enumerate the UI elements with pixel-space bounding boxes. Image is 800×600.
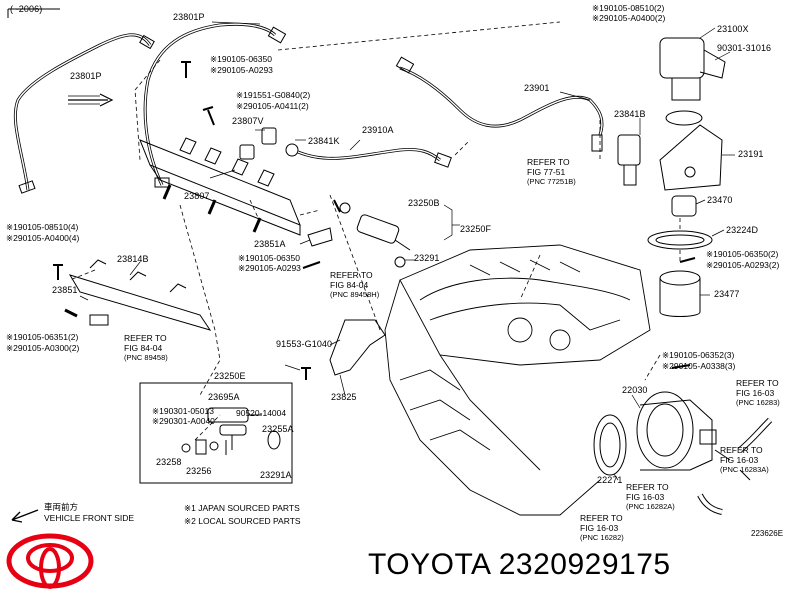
injector-kit-23250E <box>181 407 281 455</box>
part-23100X: 23100X <box>717 24 749 34</box>
part-23258: 23258 <box>156 457 182 467</box>
part-23695A: 23695A <box>208 392 240 402</box>
part-23256: 23256 <box>186 466 212 476</box>
note-6a: ※190105-06351(2) <box>6 332 79 342</box>
bracket-23191 <box>659 124 723 191</box>
part-23807V: 23807V <box>232 116 264 126</box>
throttle-body-22030 <box>636 391 717 471</box>
note-7a: ※190105-06350(2) <box>706 249 779 259</box>
note-2b: ※290105-A0411(2) <box>236 101 309 111</box>
part-22271: 22271 <box>597 475 623 485</box>
part-23250B: 23250B <box>408 198 440 208</box>
gasket-23224D <box>647 230 713 250</box>
part-23801P-left: 23801P <box>70 71 102 81</box>
note-5b: ※290105-A0293 <box>238 263 301 273</box>
note-2a: ※191551-G0840(2) <box>236 90 311 100</box>
range-label: ( -2006) <box>10 4 43 14</box>
part-23851: 23851 <box>52 285 78 295</box>
fuel-rail-23807 <box>139 137 301 236</box>
note-4b: ※290105-A0400(4) <box>6 233 80 243</box>
part-23250F: 23250F <box>460 224 492 234</box>
note-3a: ※190105-08510(2) <box>592 3 665 13</box>
part-90301-31016: 90301-31016 <box>717 43 772 53</box>
part-22030: 22030 <box>622 385 648 395</box>
note-1a: ※190105-06350 <box>210 54 272 64</box>
legend-note-1: ※1 JAPAN SOURCED PARTS <box>184 503 300 513</box>
note-5a: ※190105-06350 <box>238 253 300 263</box>
fuel-rail-23814B <box>64 259 212 331</box>
toyota-logo <box>6 533 94 589</box>
fuel-pump-23100X <box>659 37 726 126</box>
legend-note-2: ※2 LOCAL SOURCED PARTS <box>184 516 301 526</box>
part-23807: 23807 <box>184 191 210 201</box>
lifter-23470 <box>671 195 697 217</box>
gasket-22271 <box>593 414 627 476</box>
arrow-right-icon <box>68 93 114 107</box>
part-91553-G1040: 91553-G1040 <box>276 339 333 349</box>
part-23910A: 23910A <box>362 125 394 135</box>
fuel-pipe-23801P-left <box>13 33 152 191</box>
brand-part-number: TOYOTA 2320929175 <box>368 548 671 581</box>
part-23477: 23477 <box>714 289 740 299</box>
part-23224D: 23224D <box>726 225 759 235</box>
note-8a: ※190105-06352(3) <box>662 350 735 360</box>
part-23814B: 23814B <box>117 254 149 264</box>
box-23250E <box>139 382 293 484</box>
vehicle-front-arrow-icon <box>11 509 39 523</box>
pipe-23901 <box>399 66 604 136</box>
note-8b: ※290105-A0338(3) <box>662 361 736 371</box>
legend-front-jp: 車両前方 <box>44 502 79 512</box>
note-9a: ※190301-05013 <box>152 406 214 416</box>
bolts <box>53 61 696 380</box>
part-23901: 23901 <box>524 83 550 93</box>
injector-23250F <box>339 202 411 268</box>
part-23851A: 23851A <box>254 239 286 249</box>
part-23291A: 23291A <box>260 470 292 480</box>
note-7b: ※290105-A0293(2) <box>706 260 780 270</box>
part-23191: 23191 <box>738 149 764 159</box>
part-90520-14004: 90520-14004 <box>236 408 287 418</box>
sleeve-23477 <box>659 278 701 317</box>
note-3b: ※290105-A0400(2) <box>592 13 666 23</box>
part-23470: 23470 <box>707 195 733 205</box>
note-4a: ※190105-08510(4) <box>6 222 79 232</box>
note-9b: ※290301-A0040 <box>152 416 215 426</box>
note-6b: ※290105-A0300(2) <box>6 343 80 353</box>
part-23825: 23825 <box>331 392 357 402</box>
part-23801P-top: 23801P <box>173 12 205 22</box>
part-23255A: 23255A <box>262 424 294 434</box>
engine-block <box>384 244 651 516</box>
diagram-code: 223626E <box>751 529 784 538</box>
bracket-23825 <box>329 319 386 376</box>
part-23250E: 23250E <box>214 371 246 381</box>
part-23841K: 23841K <box>308 136 340 146</box>
part-23841B: 23841B <box>614 109 646 119</box>
part-23291: 23291 <box>414 253 440 263</box>
legend-front-en: VEHICLE FRONT SIDE <box>44 513 135 523</box>
note-1b: ※290105-A0293 <box>210 65 273 75</box>
